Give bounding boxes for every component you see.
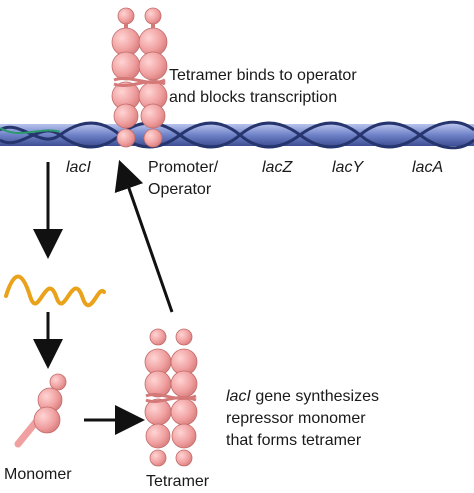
- synthesis-line1-rest: gene synthesizes: [250, 388, 379, 405]
- synthesis-caption-line1: lacI gene synthesizes: [226, 387, 379, 406]
- synthesis-caption-line3: that forms tetramer: [226, 432, 362, 449]
- synthesis-gene-name: lacI: [226, 388, 251, 405]
- monomer-label: Monomer: [4, 466, 72, 483]
- tetramer-caption-line2: and blocks transcription: [169, 89, 338, 106]
- gene-laci-label: lacI: [66, 159, 91, 176]
- gene-lacz-label: lacZ: [262, 159, 293, 176]
- mrna-wave: [4, 274, 106, 308]
- promoter-label-line1: Promoter/: [148, 159, 219, 176]
- monomer-protein: [14, 373, 67, 448]
- bound-tetramer: [111, 7, 168, 148]
- tetramer-label: Tetramer: [146, 473, 210, 490]
- free-tetramer: [144, 328, 198, 467]
- synthesis-caption-line2: repressor monomer: [226, 410, 366, 427]
- arrow-tetramer-to-operator: [114, 159, 174, 313]
- gene-lacy-label: lacY: [332, 159, 364, 176]
- tetramer-caption-line1: Tetramer binds to operator: [169, 67, 357, 84]
- dna-helix: [0, 120, 474, 150]
- promoter-label-line2: Operator: [148, 181, 212, 198]
- gene-laca-label: lacA: [412, 159, 444, 176]
- arrows: [33, 159, 174, 435]
